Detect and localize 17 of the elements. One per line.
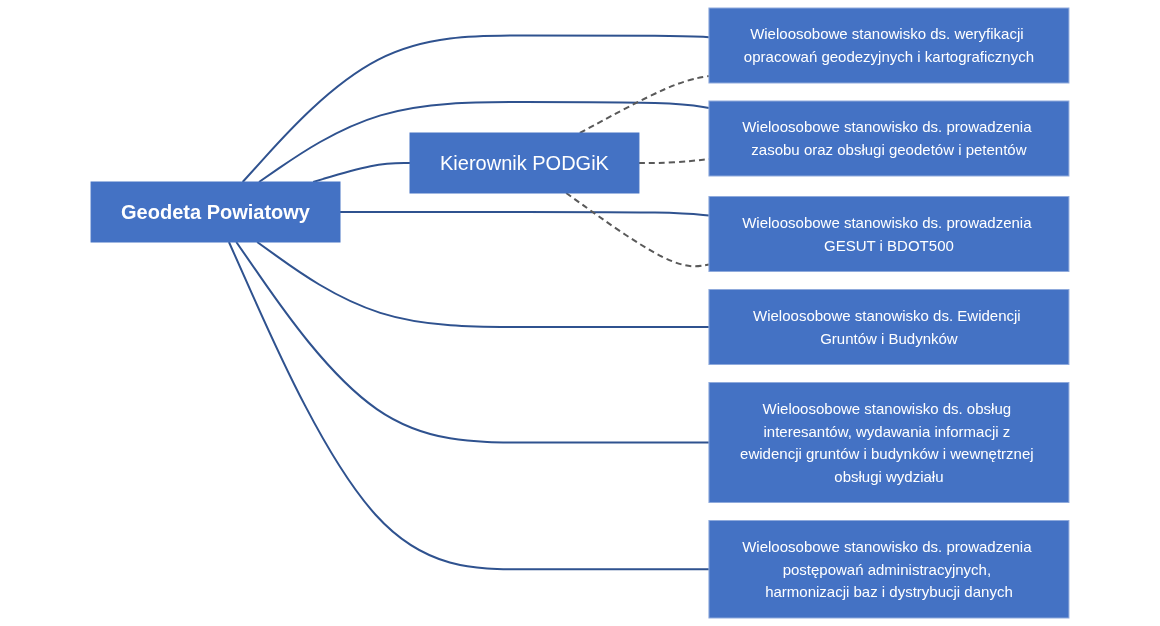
node-box: Wieloosobowe stanowisko ds. prowadzenia postępowań administracyjnych, harmonizacji baz i dystrybucji danych	[708, 520, 1070, 619]
node-box: Geodeta Powiatowy	[90, 181, 341, 243]
node-box: Wieloosobowe stanowisko ds. Ewidencji Gruntów i Budynków	[708, 289, 1070, 365]
connector	[241, 34, 710, 183]
connector	[312, 162, 411, 183]
connector	[578, 75, 710, 134]
connector	[565, 192, 710, 268]
connector	[339, 211, 710, 217]
node-box: Wieloosobowe stanowisko ds. weryfikacji opracowań geodezyjnych i kartograficznych	[708, 7, 1070, 84]
connector	[235, 241, 710, 444]
connector	[258, 101, 710, 183]
node-box: Wieloosobowe stanowisko ds. prowadzenia zasobu oraz obsługi geodetów i petentów	[708, 100, 1070, 177]
node-box: Kierownik PODGiK	[409, 132, 640, 194]
node-box: Wieloosobowe stanowisko ds. obsług interesantów, wydawania informacji z ewidencji gruntów i budynków i wewnętrznej obsługi wydziału	[708, 382, 1070, 503]
connector	[256, 241, 710, 328]
node-box: Wieloosobowe stanowisko ds. prowadzenia GESUT i BDOT500	[708, 196, 1070, 272]
connector	[227, 241, 710, 571]
